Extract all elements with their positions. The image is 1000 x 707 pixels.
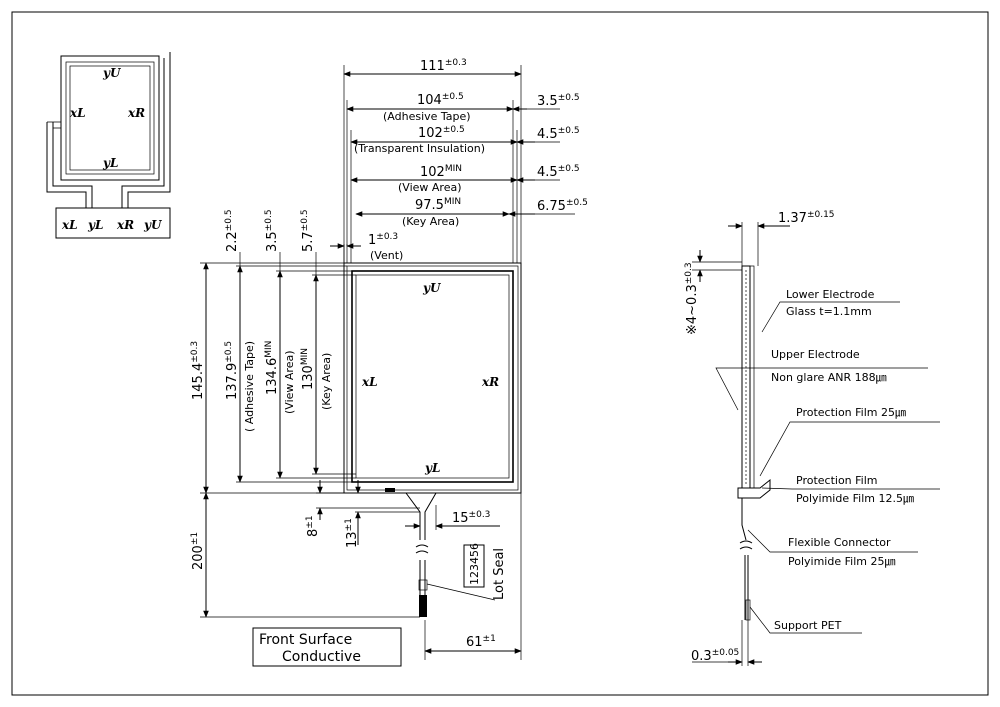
dim-61: 61±1 [466, 634, 496, 650]
dim-97-5: 97.5MIN [415, 197, 461, 213]
panel-xL: xL [361, 375, 378, 389]
dim-3-5-left: 3.5±0.5 [264, 209, 280, 252]
dim-97-5-label: (Key Area) [402, 215, 459, 228]
dim-134-6: 134.6MIN [264, 341, 280, 395]
schematic-tail-xL: xL [61, 218, 78, 232]
dim-102-view-label: (View Area) [398, 181, 462, 194]
lot-seal: 123456 Lot Seal [426, 543, 507, 601]
side-view: 1.37±0.15 ※4~0.3±0.3 0.3±0.05 Lower Elec… [684, 210, 940, 666]
layer-lower-electrode-detail: Glass t=1.1mm [786, 305, 872, 318]
panel-yU: yU [422, 281, 442, 295]
dim-111: 111±0.3 [420, 58, 467, 74]
schematic-yU: yU [102, 66, 122, 80]
dim-15: 15±0.3 [452, 510, 490, 526]
layer-support-pet: Support PET [774, 619, 842, 632]
dim-102-view: 102MIN [420, 164, 462, 180]
layer-flexible-connector-detail: Polyimide Film 25㎛ [788, 555, 895, 568]
side-dim-left: ※4~0.3±0.3 [684, 262, 700, 335]
dim-130-label: (Key Area) [320, 353, 333, 410]
left-dimensions: 2.2±0.5 3.5±0.5 5.7±0.5 145.4±0.3 137.9±… [190, 209, 356, 494]
dim-134-6-label: (View Area) [283, 351, 296, 415]
front-surface-line-1: Front Surface [259, 632, 352, 648]
front-surface-note: Front Surface Conductive [252, 627, 402, 667]
dim-145-4: 145.4±0.3 [190, 341, 206, 400]
layer-protection-film: Protection Film [796, 474, 878, 487]
dim-104: 104±0.5 [417, 92, 464, 108]
side-dim-0-3: 0.3±0.05 [691, 648, 739, 664]
layer-upper-electrode-detail: Non glare ANR 188㎛ [771, 371, 887, 384]
schematic-xL: xL [69, 106, 86, 120]
right-dimensions: 3.5±0.5 4.5±0.5 4.5±0.5 6.75±0.5 [508, 93, 588, 217]
lot-label: Lot Seal [492, 548, 507, 600]
dim-104-label: (Adhesive Tape) [383, 110, 471, 123]
dim-137-9-label: ( Adhesive Tape) [243, 341, 256, 432]
schematic-tail-yL: yL [87, 218, 103, 232]
drawing-border [11, 11, 989, 696]
top-dimensions: 111±0.3 104±0.5 (Adhesive Tape) 102±0.5 … [330, 58, 522, 263]
dim-6-75-right: 6.75±0.5 [537, 198, 588, 214]
dim-137-9: 137.9±0.5 [224, 341, 240, 400]
layer-flexible-connector: Flexible Connector [788, 536, 891, 549]
dim-200: 200±1 [190, 532, 206, 570]
dim-8: 8±1 [305, 515, 321, 537]
dim-vent: 1±0.3 [368, 232, 398, 248]
layer-protection-film-25: Protection Film 25㎛ [796, 406, 906, 419]
layer-protection-film-detail: Polyimide Film 12.5㎛ [796, 492, 914, 505]
dim-102-insulation-label: (Transparent Insulation) [354, 142, 485, 155]
schematic-xR: xR [127, 106, 145, 120]
dim-vent-label: (Vent) [370, 249, 403, 262]
schematic-yL: yL [102, 156, 118, 170]
dim-102-insulation: 102±0.5 [418, 125, 465, 141]
electrode-schematic: yU xL xR yL xL yL xR yU [46, 52, 171, 239]
front-surface-line-2: Conductive [282, 649, 361, 665]
dim-13: 13±1 [344, 518, 360, 548]
layer-upper-electrode: Upper Electrode [771, 348, 860, 361]
dim-130: 130MIN [300, 348, 316, 390]
lot-code: 123456 [468, 543, 481, 585]
panel-yL: yL [424, 461, 440, 475]
layer-lower-electrode: Lower Electrode [786, 288, 875, 301]
schematic-tail-xR: xR [116, 218, 134, 232]
bottom-dimensions: 200±1 8±1 13±1 15±0.3 61±1 [190, 480, 522, 660]
dim-4-5-right-a: 4.5±0.5 [537, 126, 580, 142]
panel-xR: xR [481, 375, 499, 389]
dim-3-5-right: 3.5±0.5 [537, 93, 580, 109]
side-dim-1-37: 1.37±0.15 [778, 210, 835, 226]
schematic-tail-yU: yU [143, 218, 163, 232]
dim-5-7: 5.7±0.5 [300, 209, 316, 252]
dim-2-2: 2.2±0.5 [224, 209, 240, 252]
dim-4-5-right-b: 4.5±0.5 [537, 164, 580, 180]
